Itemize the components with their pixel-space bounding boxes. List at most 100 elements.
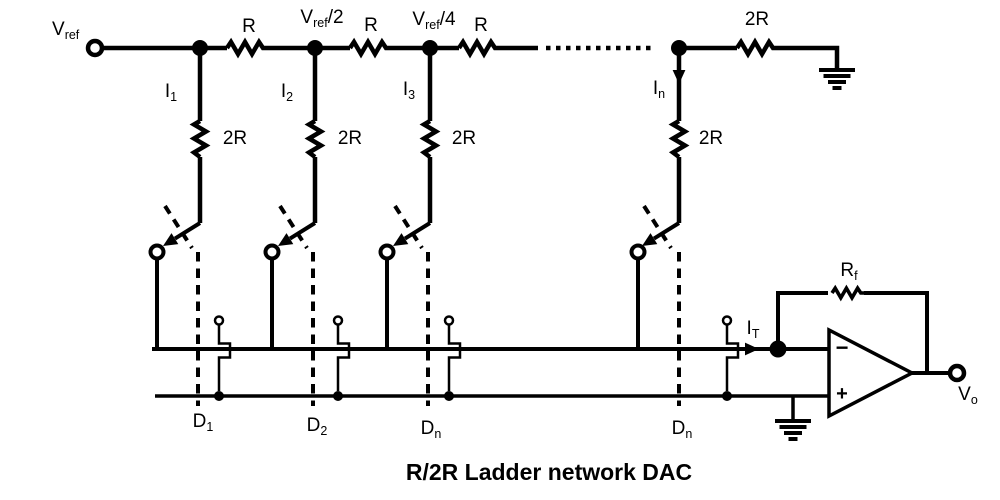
label-sub: n bbox=[658, 87, 666, 101]
bus-switch-n bbox=[721, 315, 740, 401]
branch-resistor-zigzag bbox=[424, 121, 436, 157]
label-base: I bbox=[652, 78, 659, 99]
vo-terminal-circle bbox=[947, 363, 967, 383]
vref-label: Vref bbox=[52, 20, 80, 42]
switch-contact-circle bbox=[378, 243, 396, 261]
current-arrowhead-icon bbox=[672, 70, 686, 84]
current-1-label: I1 bbox=[164, 81, 178, 104]
label-sub: ref bbox=[64, 28, 80, 42]
switch-contact-circle bbox=[148, 243, 166, 261]
label-suffix: /2 bbox=[327, 7, 344, 28]
digital-input-2-label: D2 bbox=[306, 415, 328, 438]
label-sub: 1 bbox=[170, 90, 178, 104]
label-suffix: /4 bbox=[439, 9, 456, 30]
label-base: I bbox=[280, 81, 287, 102]
termination-resistor-zigzag bbox=[737, 42, 777, 54]
junction-dot bbox=[333, 391, 343, 401]
node-dot bbox=[307, 40, 323, 56]
current-n-label: In bbox=[652, 78, 666, 101]
branch-n bbox=[629, 48, 686, 406]
switch-arrowhead-icon bbox=[163, 233, 179, 246]
branch-resistor-1-label: 2R bbox=[222, 128, 248, 149]
label-sub: 2 bbox=[286, 90, 294, 104]
feedback-resistor-zigzag bbox=[830, 286, 866, 300]
branch-2 bbox=[263, 48, 322, 406]
branch-resistor-zigzag bbox=[673, 121, 685, 157]
current-3-label: I3 bbox=[402, 79, 416, 102]
label-base: I bbox=[164, 81, 171, 102]
series-resistor-zigzag bbox=[350, 42, 390, 54]
opamp-stage bbox=[745, 286, 967, 439]
series-resistor-2-label: R bbox=[364, 15, 378, 36]
bus-switch-gate-circle bbox=[443, 315, 455, 326]
label-sub: 3 bbox=[408, 88, 416, 102]
feedback-resistor-label: Rf bbox=[840, 260, 858, 283]
digital-input-n-label: Dn bbox=[671, 418, 693, 441]
switch-alt-position bbox=[393, 204, 424, 250]
label-sub: ref bbox=[425, 18, 440, 32]
switch-alt-position bbox=[642, 204, 673, 250]
branch-resistor-n-label: 2R bbox=[698, 128, 724, 149]
label-sub: 2 bbox=[320, 424, 328, 438]
bus-switch-1 bbox=[213, 315, 232, 401]
label-sub: f bbox=[854, 269, 858, 283]
branch-3 bbox=[378, 48, 437, 406]
bus-switch-3 bbox=[443, 315, 462, 401]
junction-dot bbox=[444, 391, 454, 401]
node-half-label: Vref/2 bbox=[300, 7, 344, 30]
label-base: D bbox=[306, 415, 321, 436]
series-resistor-3-label: R bbox=[474, 15, 488, 36]
label-base: D bbox=[671, 418, 686, 439]
label-base: V bbox=[412, 9, 426, 30]
current-2-label: I2 bbox=[280, 81, 294, 104]
switch-arm bbox=[403, 221, 432, 241]
series-resistor-1-label: R bbox=[242, 16, 256, 37]
node-quarter-label: Vref/4 bbox=[412, 9, 456, 32]
label-sub: T bbox=[751, 327, 760, 341]
junction-dot bbox=[769, 340, 787, 358]
label-sub: ref bbox=[313, 16, 328, 30]
label-base: D bbox=[192, 411, 207, 432]
total-current-arrowhead-icon bbox=[745, 342, 759, 356]
label-base: R bbox=[840, 260, 855, 281]
termination-resistor-label: 2R bbox=[744, 9, 770, 30]
series-resistor-zigzag bbox=[227, 42, 267, 54]
branch-1 bbox=[148, 48, 207, 406]
label-base: V bbox=[300, 7, 314, 28]
node-dot bbox=[671, 40, 687, 56]
node-dot bbox=[422, 40, 438, 56]
vref-terminal-circle bbox=[85, 38, 105, 58]
label-base: V bbox=[958, 384, 971, 405]
opamp-triangle bbox=[827, 327, 916, 419]
bus-switch-2 bbox=[332, 315, 351, 401]
opamp-noninverting-sign: + bbox=[836, 383, 848, 405]
label-base: D bbox=[420, 418, 435, 439]
junction-dot bbox=[722, 391, 732, 401]
branch-resistor-2-label: 2R bbox=[337, 128, 363, 149]
switch-arm bbox=[652, 221, 681, 241]
switch-arm bbox=[288, 221, 317, 241]
switch-arm bbox=[173, 221, 202, 241]
switch-contact-circle bbox=[263, 243, 281, 261]
bus-switch-gate-circle bbox=[213, 315, 225, 326]
switch-arrowhead-icon bbox=[393, 233, 409, 246]
branch-resistor-zigzag bbox=[194, 121, 206, 157]
switch-alt-position bbox=[278, 204, 309, 250]
label-sub: n bbox=[685, 427, 693, 441]
label-sub: 1 bbox=[206, 420, 214, 434]
switch-arrowhead-icon bbox=[642, 233, 658, 246]
label-sub: o bbox=[970, 393, 978, 407]
label-base: I bbox=[402, 79, 409, 100]
digital-input-3-label: Dn bbox=[420, 418, 442, 440]
ground-icon bbox=[819, 70, 855, 88]
opamp-inverting-sign: − bbox=[835, 335, 849, 360]
branch-resistor-3-label: 2R bbox=[451, 128, 477, 149]
label-base: I bbox=[746, 318, 752, 339]
switch-alt-position bbox=[163, 204, 194, 250]
diagram-title: R/2R Ladder network DAC bbox=[405, 459, 693, 485]
switch-contact-circle bbox=[629, 243, 647, 261]
switch-arrowhead-icon bbox=[278, 233, 294, 246]
digital-input-1-label: D1 bbox=[192, 411, 214, 434]
ground-icon bbox=[775, 421, 811, 439]
